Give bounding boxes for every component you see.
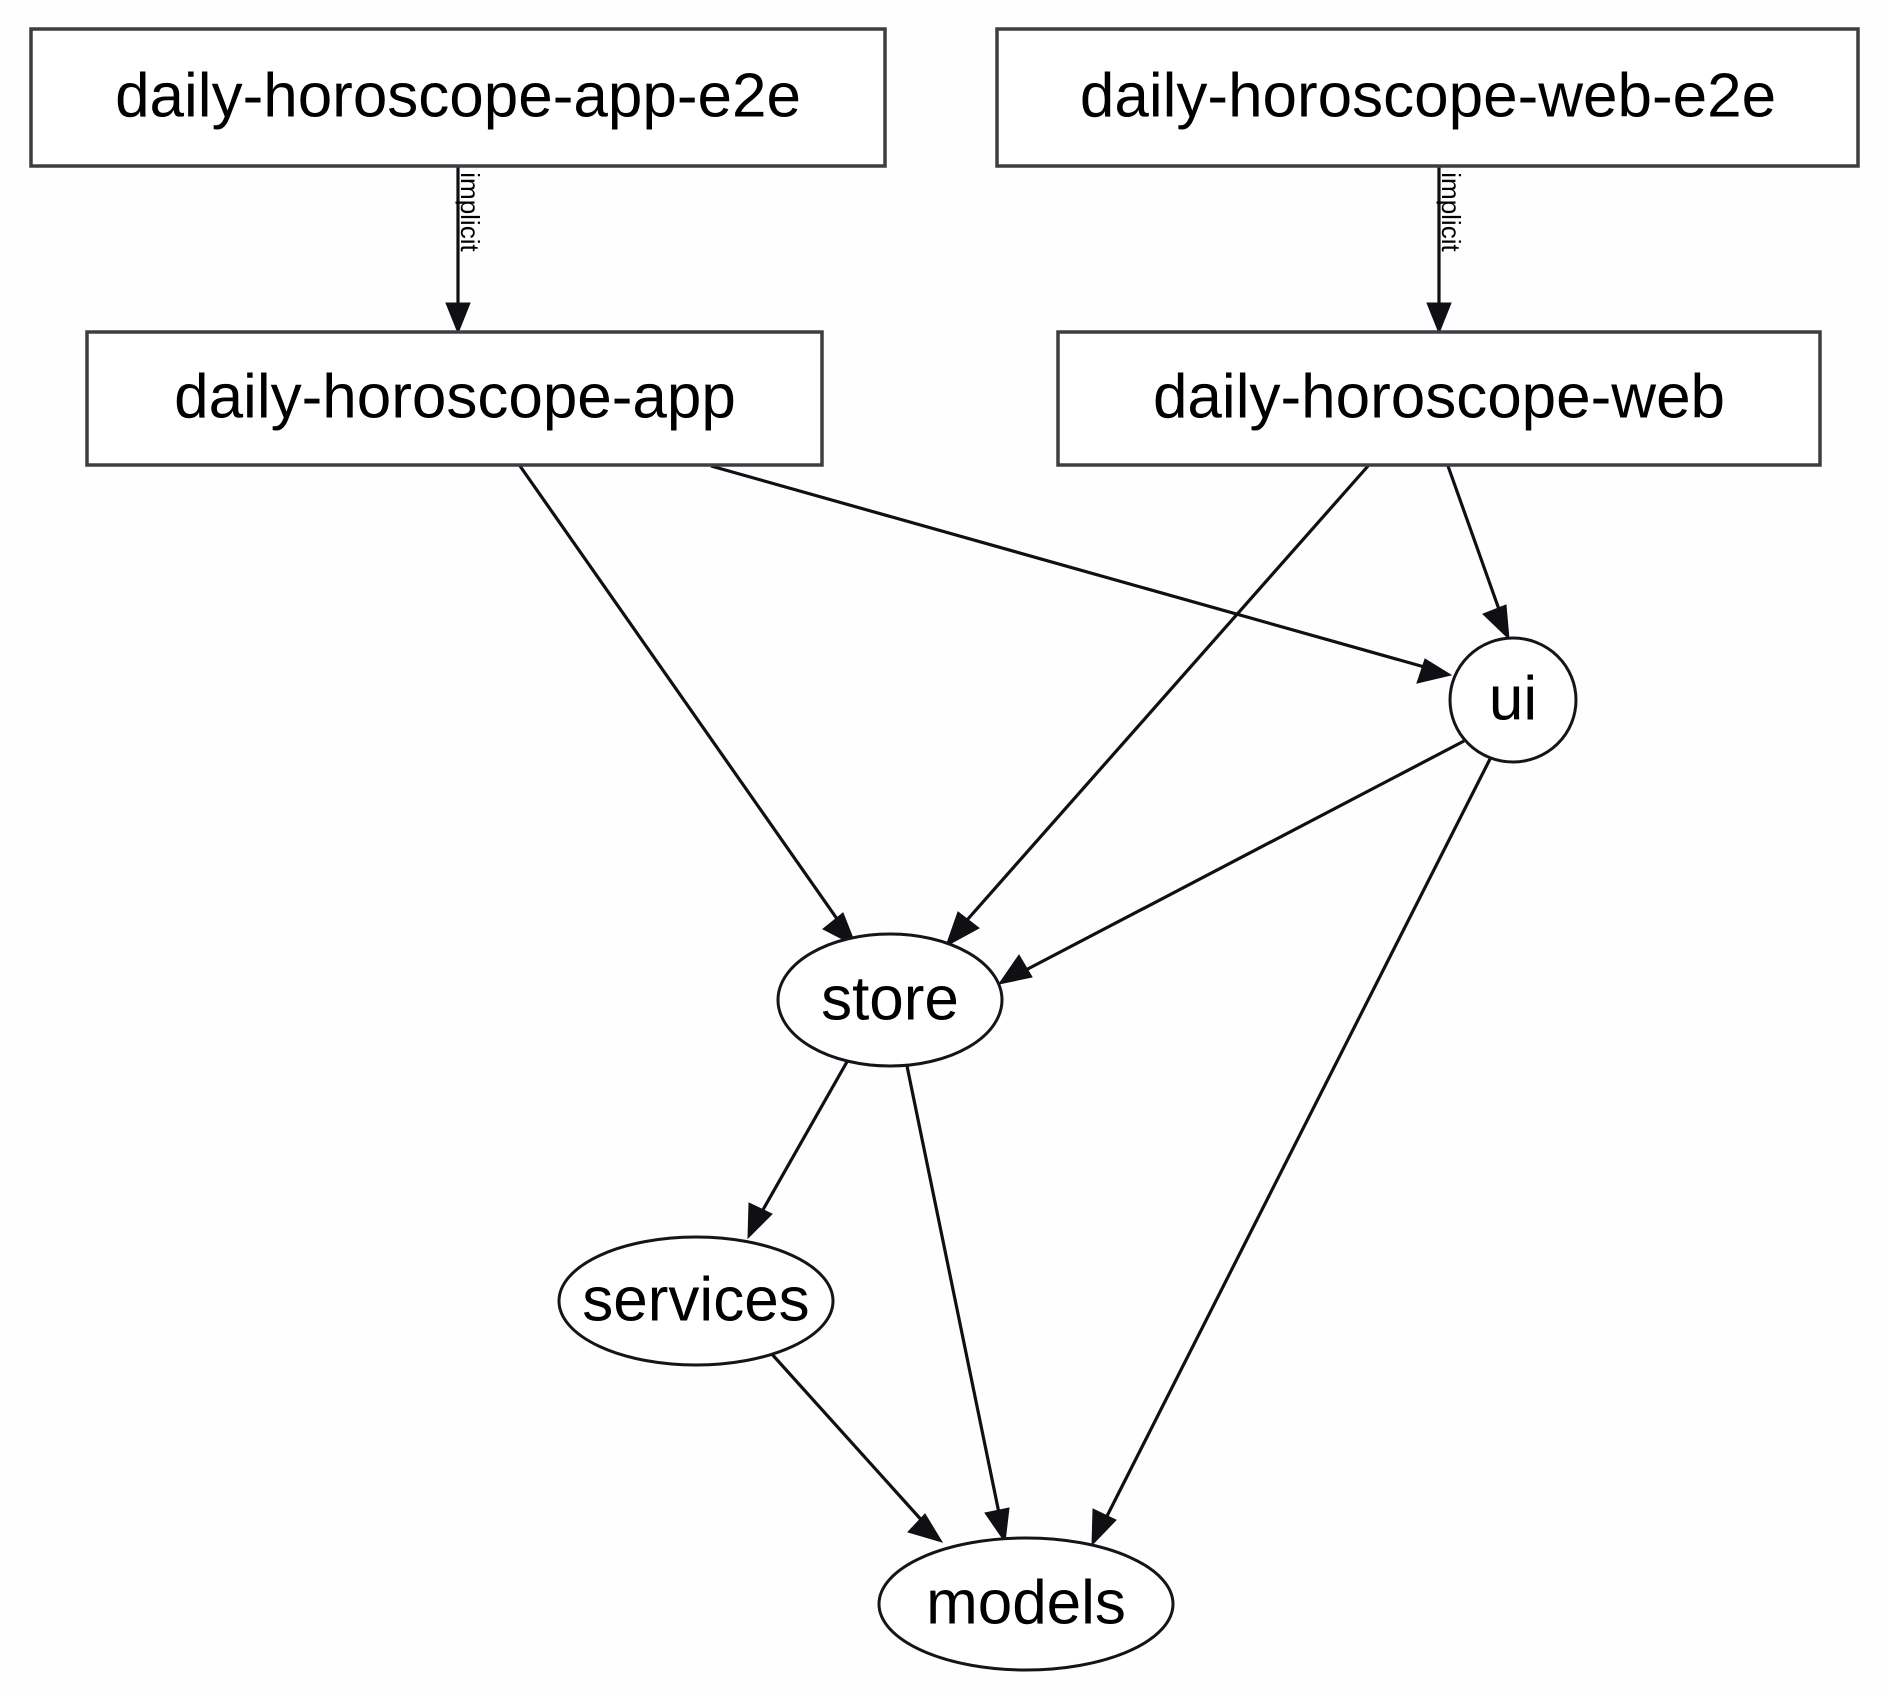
edge-ui-to-models bbox=[1091, 758, 1492, 1547]
arrowhead bbox=[907, 1513, 944, 1543]
arrowhead bbox=[1416, 658, 1453, 684]
edge-app-to-ui bbox=[710, 464, 1453, 684]
node-label-web: daily-horoscope-web bbox=[1153, 362, 1725, 431]
node-label-services: services bbox=[582, 1265, 809, 1334]
edge-line bbox=[518, 465, 844, 927]
edge-web-to-ui bbox=[1446, 465, 1510, 641]
edge-ui-to-store bbox=[997, 739, 1465, 985]
edge-label-implicit-web: implicit bbox=[1436, 172, 1466, 252]
node-shape-rect[interactable] bbox=[1056, 330, 1822, 467]
edge-line bbox=[768, 1350, 927, 1526]
edge-line bbox=[758, 1059, 850, 1216]
edge-store-to-services bbox=[747, 1059, 850, 1240]
edge-app-e2e-to-app: implicit bbox=[445, 166, 485, 335]
node-label-web-e2e: daily-horoscope-web-e2e bbox=[1080, 61, 1776, 130]
arrowhead bbox=[1482, 604, 1510, 641]
node-daily-horoscope-web-e2e[interactable]: daily-horoscope-web-e2e bbox=[995, 27, 1860, 168]
node-shape-ellipse[interactable] bbox=[776, 932, 1004, 1068]
node-label-app: daily-horoscope-app bbox=[174, 362, 736, 431]
edge-web-to-store bbox=[945, 464, 1370, 948]
arrowhead bbox=[945, 911, 980, 948]
edge-services-to-models bbox=[768, 1350, 944, 1543]
arrowhead bbox=[1091, 1508, 1117, 1547]
node-shape-rect[interactable] bbox=[995, 27, 1860, 168]
edge-line bbox=[1021, 739, 1465, 974]
node-shape-ellipse[interactable] bbox=[1448, 636, 1578, 764]
node-label-app-e2e: daily-horoscope-app-e2e bbox=[115, 61, 801, 130]
node-daily-horoscope-app[interactable]: daily-horoscope-app bbox=[85, 330, 824, 467]
edge-line bbox=[905, 1065, 1002, 1519]
node-store[interactable]: store bbox=[776, 932, 1004, 1068]
edge-app-to-store bbox=[518, 465, 857, 948]
node-shape-rect[interactable] bbox=[29, 27, 887, 168]
edge-web-e2e-to-web: implicit bbox=[1426, 166, 1466, 335]
edge-label-implicit-app: implicit bbox=[455, 172, 485, 252]
arrowhead bbox=[984, 1507, 1010, 1544]
node-daily-horoscope-app-e2e[interactable]: daily-horoscope-app-e2e bbox=[29, 27, 887, 168]
node-services[interactable]: services bbox=[557, 1235, 835, 1367]
node-label-store: store bbox=[821, 964, 959, 1033]
edge-line bbox=[1446, 465, 1503, 616]
arrowhead bbox=[1426, 302, 1452, 335]
arrowhead bbox=[997, 954, 1033, 985]
node-shape-ellipse[interactable] bbox=[877, 1536, 1175, 1672]
node-shape-rect[interactable] bbox=[85, 330, 824, 467]
arrowhead bbox=[747, 1202, 773, 1240]
node-models[interactable]: models bbox=[877, 1536, 1175, 1672]
edge-line bbox=[710, 464, 1429, 670]
edge-line bbox=[958, 464, 1370, 930]
node-ui[interactable]: ui bbox=[1448, 636, 1578, 764]
edge-line bbox=[1102, 758, 1492, 1523]
node-label-models: models bbox=[926, 1568, 1126, 1637]
arrowhead bbox=[445, 302, 471, 335]
node-daily-horoscope-web[interactable]: daily-horoscope-web bbox=[1056, 330, 1822, 467]
node-shape-ellipse[interactable] bbox=[557, 1235, 835, 1367]
node-label-ui: ui bbox=[1489, 664, 1537, 733]
edge-store-to-models bbox=[905, 1065, 1010, 1544]
